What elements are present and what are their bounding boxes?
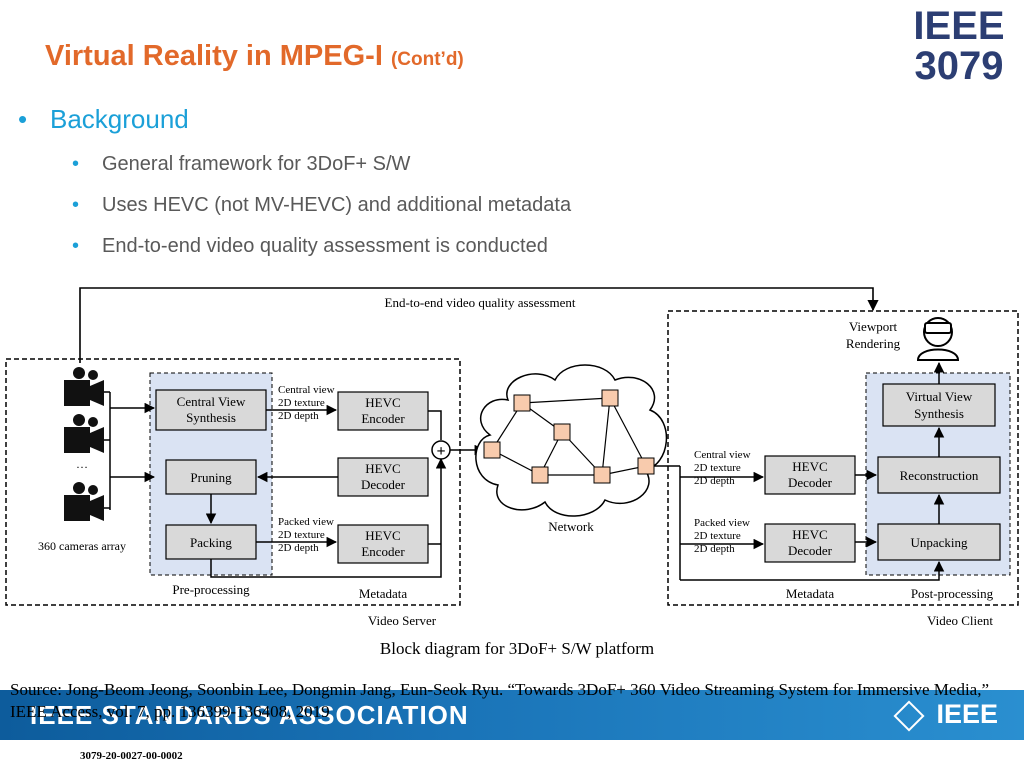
hevc-decoder-server-block (337, 457, 429, 497)
bullet-background-text: Background (50, 104, 189, 134)
camera-icon (64, 482, 104, 521)
central-view-synthesis-line1: Central View (177, 394, 246, 409)
server-central-out-2: 2D texture (278, 397, 325, 409)
client-central-in-2: 2D texture (694, 462, 741, 474)
preprocessing-label: Pre-processing (172, 582, 250, 597)
quality-label: End-to-end video quality assessment (385, 295, 576, 310)
ieee-3079-logo: IEEE 3079 (910, 6, 1008, 86)
sub-bullet-2: •Uses HEVC (not MV-HEVC) and additional … (72, 194, 572, 216)
server-packed-out-2: 2D texture (278, 529, 325, 541)
hevc-encoder-bottom-line1: HEVC (365, 528, 400, 543)
video-client-box (667, 310, 1019, 606)
viewport-rendering-line2: Rendering (846, 336, 901, 351)
reconstruction-block (877, 456, 1001, 494)
unpacking-label: Unpacking (910, 535, 968, 550)
footer-brand: IEEE (936, 699, 998, 729)
footer-org: IEEE STANDARDS ASSOCIATION (30, 700, 469, 730)
bullet-background: •Background (18, 104, 189, 134)
diagram-caption: Block diagram for 3DoF+ S/W platform (379, 639, 655, 658)
hevc-decoder-server-line1: HEVC (365, 461, 400, 476)
hevc-encoder-bottom-line2: Encoder (361, 544, 405, 559)
hevc-decoder-client-top-line2: Decoder (788, 475, 833, 490)
reconstruction-label: Reconstruction (900, 468, 979, 483)
hevc-decoder-client-bottom-block (764, 523, 856, 563)
pruning-label: Pruning (190, 470, 232, 485)
page-title-main: Virtual Reality in MPEG-I (45, 40, 383, 72)
video-client-label: Video Client (927, 613, 993, 628)
client-packed-in-1: Packed view (694, 517, 750, 529)
block-diagram: End-to-end video quality assessment … 36… (5, 287, 1019, 628)
hevc-encoder-top-line1: HEVC (365, 395, 400, 410)
server-packed-out-1: Packed view (278, 516, 334, 528)
network-node (601, 389, 619, 407)
client-packed-in-3: 2D depth (694, 543, 735, 555)
hevc-decoder-client-top-line1: HEVC (792, 459, 827, 474)
client-metadata-label: Metadata (786, 586, 835, 601)
sub-bullet-2-text: Uses HEVC (not MV-HEVC) and additional m… (102, 194, 572, 216)
client-packed-in-2: 2D texture (694, 530, 741, 542)
network-node (483, 441, 501, 459)
server-central-out-1: Central view (278, 384, 335, 396)
viewer-icon (916, 317, 960, 361)
hevc-decoder-client-bottom-line2: Decoder (788, 543, 833, 558)
virtual-view-synthesis-block (882, 383, 996, 427)
document-number: 3079-20-0027-00-0002 (80, 750, 183, 762)
logo-line2: 3079 (914, 44, 1004, 88)
sub-bullet-1: •General framework for 3DoF+ S/W (72, 153, 411, 175)
page-title-suffix: (Cont’d) (390, 49, 464, 70)
server-central-out-3: 2D depth (278, 410, 319, 422)
quality-loop-line (79, 287, 879, 363)
packing-label: Packing (190, 535, 232, 550)
video-server-box (5, 358, 461, 606)
client-central-in-1: Central view (694, 449, 751, 461)
hevc-encoder-top-line2: Encoder (361, 411, 405, 426)
cameras-ellipsis: … (76, 457, 88, 471)
hevc-decoder-client-bottom-line1: HEVC (792, 527, 827, 542)
network-node (593, 466, 611, 484)
unpacking-block (877, 523, 1001, 561)
source-citation: Source: Jong-Beom Jeong, Soonbin Lee, Do… (10, 680, 990, 721)
camera-icon (64, 367, 104, 406)
plus-sign: + (436, 443, 445, 460)
virtual-view-synthesis-line1: Virtual View (906, 389, 973, 404)
network-node (553, 423, 571, 441)
virtual-view-synthesis-line2: Synthesis (914, 406, 964, 421)
page-title: Virtual Reality in MPEG-I (Cont’d) (45, 40, 464, 73)
client-central-in-3: 2D depth (694, 475, 735, 487)
central-view-synthesis-line2: Synthesis (186, 410, 236, 425)
sub-bullet-1-text: General framework for 3DoF+ S/W (102, 153, 411, 175)
hevc-decoder-client-top-block (764, 455, 856, 495)
network-node (637, 457, 655, 475)
server-packed-out-3: 2D depth (278, 542, 319, 554)
footer-bar: IEEE STANDARDS ASSOCIATION IEEE (0, 690, 1024, 740)
server-metadata-label: Metadata (359, 586, 408, 601)
camera-icon (64, 414, 104, 453)
viewport-rendering-line1: Viewport (849, 319, 898, 334)
network-cloud (475, 364, 667, 517)
network-label: Network (548, 519, 594, 534)
sub-bullet-3-text: End-to-end video quality assessment is c… (102, 235, 548, 257)
hevc-decoder-server-line2: Decoder (361, 477, 406, 492)
cameras-label: 360 cameras array (38, 539, 126, 553)
network-node (513, 394, 531, 412)
network-node (531, 466, 549, 484)
logo-line1: IEEE (913, 4, 1005, 48)
sub-bullet-3: •End-to-end video quality assessment is … (72, 235, 548, 257)
postprocessing-label: Post-processing (911, 586, 994, 601)
central-view-synthesis-block (155, 389, 267, 431)
video-server-label: Video Server (368, 613, 437, 628)
